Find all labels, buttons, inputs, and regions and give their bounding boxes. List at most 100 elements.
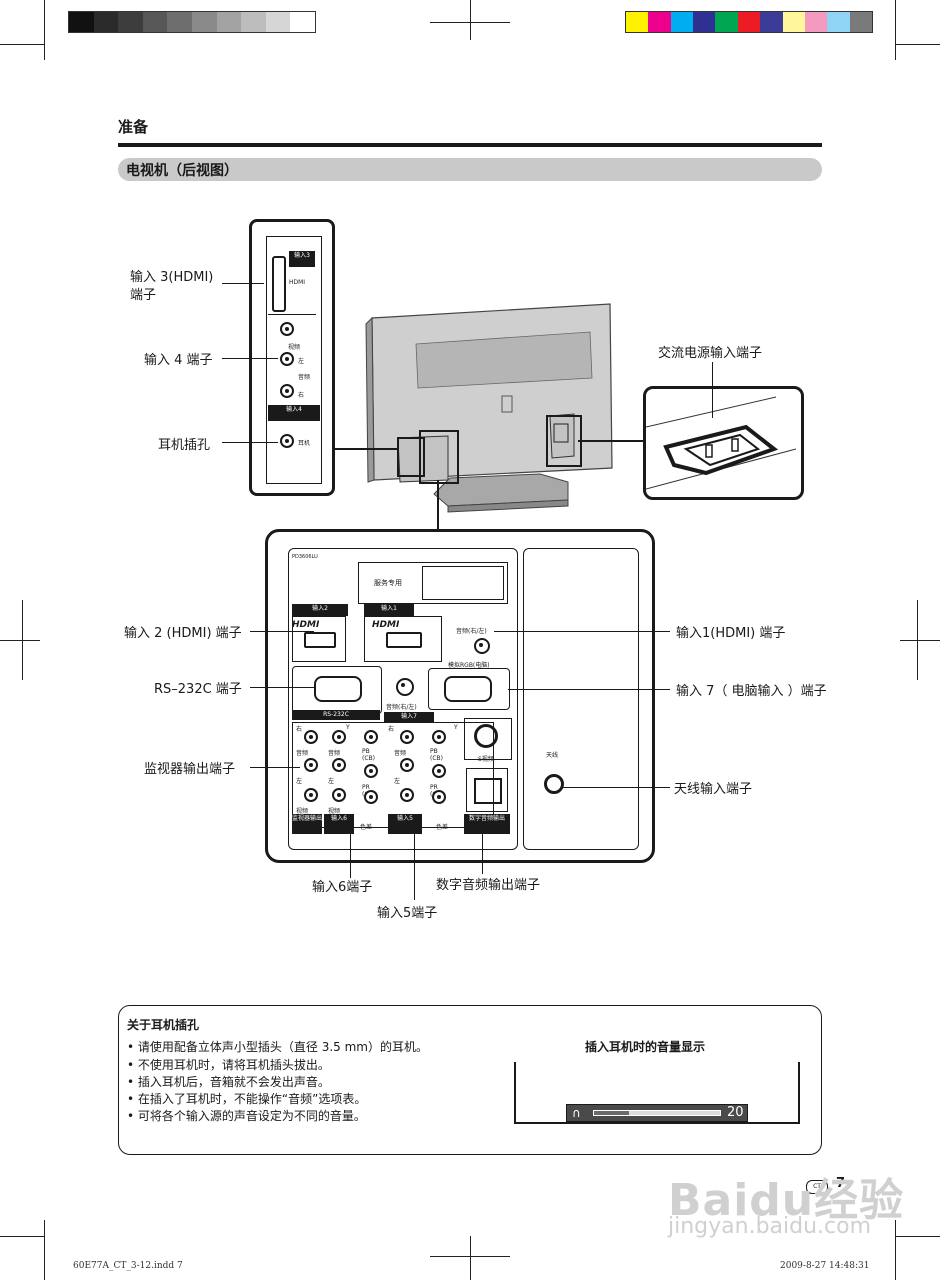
calibration-swatch	[118, 12, 143, 32]
calibration-swatch	[167, 12, 192, 32]
service-label: 服务专用	[374, 579, 402, 587]
headphone-jack[interactable]	[280, 434, 294, 448]
input6-pb-jack[interactable]	[364, 764, 378, 778]
calibration-swatch	[93, 12, 119, 32]
calibration-swatch	[192, 12, 217, 32]
input5-pb-jack[interactable]	[432, 764, 446, 778]
analog-rgb-label: 模拟RGB(电脑)	[448, 662, 490, 669]
volume-display-title: 插入耳机时的音量显示	[585, 1040, 706, 1054]
calibration-swatch	[241, 12, 266, 32]
calibration-swatch	[290, 12, 315, 32]
antenna-port[interactable]	[544, 774, 564, 794]
calibration-swatch	[670, 12, 694, 32]
calibration-swatch	[782, 12, 805, 32]
callout-input5: 输入5端子	[377, 906, 438, 921]
note-bullet: • 不使用耳机时，请将耳机插头拔出。	[127, 1058, 330, 1072]
watermark-url: jingyan.baidu.com	[668, 1214, 872, 1239]
footer-filename: 60E77A_CT_3-12.indd 7	[73, 1261, 183, 1271]
calibration-swatch	[69, 12, 94, 32]
note-bullet: • 可将各个输入源的声音设定为不同的音量。	[127, 1109, 366, 1123]
model-number: PD3606LU	[292, 554, 318, 560]
audio-right-jack-input4[interactable]	[280, 384, 294, 398]
calibration-swatch	[265, 12, 291, 32]
side-panel-zoom: 输入3 HDMI 视频 左 音频 右 输入4 耳机	[249, 219, 335, 496]
antenna-label: 天线	[546, 752, 559, 759]
ac-inlet-icon	[646, 396, 797, 490]
subsection-bar: 电视机（后视图）	[118, 158, 822, 181]
input6-left-jack[interactable]	[332, 758, 346, 772]
rgb-pc-port[interactable]	[444, 676, 492, 702]
input4-tag: 输入4	[268, 405, 320, 421]
digital-out-tag: 数字音频输出	[464, 814, 510, 834]
calibration-swatch	[849, 12, 872, 32]
hdmi-port-1[interactable]	[386, 632, 422, 648]
color-calibration-bar	[625, 11, 873, 33]
rs232c-tag: RS-232C	[292, 710, 380, 720]
calibration-swatch	[626, 12, 649, 32]
calibration-swatch	[737, 12, 761, 32]
monitor-out-right-jack[interactable]	[304, 730, 318, 744]
callout-headphone: 耳机插孔	[158, 438, 211, 453]
audio-jack-input7[interactable]	[396, 678, 414, 696]
video-jack-input4[interactable]	[280, 322, 294, 336]
headphone-note-box	[118, 1005, 822, 1155]
volume-bar-track	[593, 1110, 721, 1116]
monitor-out-left-jack[interactable]	[304, 758, 318, 772]
callout-ac-power: 交流电源输入端子	[658, 346, 763, 361]
section-heading: 准备	[118, 118, 149, 136]
input5-y-jack[interactable]	[432, 730, 446, 744]
page-number-badge: CT	[806, 1180, 828, 1194]
subsection-title: 电视机（后视图）	[126, 163, 238, 179]
input6-video-jack[interactable]	[332, 788, 346, 802]
input5-video-jack[interactable]	[400, 788, 414, 802]
calibration-swatch	[827, 12, 850, 32]
input6-y-jack[interactable]	[364, 730, 378, 744]
callout-monitor-out: 监视器输出端子	[144, 762, 236, 777]
calibration-swatch	[715, 12, 738, 32]
tv-rear-illustration	[365, 303, 613, 513]
volume-osd: ∩ 20	[566, 1104, 748, 1122]
input6-pr-jack[interactable]	[364, 790, 378, 804]
video-label: 视频	[288, 344, 301, 351]
input6-right-jack[interactable]	[332, 730, 346, 744]
volume-display-frame	[514, 1062, 800, 1124]
hdmi-port-2[interactable]	[304, 632, 336, 648]
hdmi-label: HDMI	[289, 279, 306, 286]
tv-side-zoom-marker	[397, 437, 425, 477]
callout-input2: 输入 2 (HDMI) 端子	[124, 626, 242, 641]
volume-bar-fill	[594, 1111, 630, 1115]
input2-tag: 输入2	[292, 604, 348, 616]
note-bullet: • 请使用配备立体声小型插头（直径 3.5 mm）的耳机。	[127, 1040, 428, 1054]
heading-rule	[118, 143, 822, 147]
monitor-out-video-jack[interactable]	[304, 788, 318, 802]
ac-zoom-marker	[546, 415, 582, 467]
input3-tag: 输入3	[289, 251, 315, 267]
audio-left-jack-input4[interactable]	[280, 352, 294, 366]
monitor-out-tag: 监视器输出	[292, 814, 322, 834]
page-number: 7	[836, 1176, 846, 1191]
input5-pr-jack[interactable]	[432, 790, 446, 804]
optical-out-port[interactable]	[474, 778, 502, 804]
calibration-swatch	[804, 12, 828, 32]
calibration-swatch	[648, 12, 671, 32]
audio-jack-input1[interactable]	[474, 638, 490, 654]
input7-tag: 输入7	[384, 712, 434, 722]
tv-rear-zoom-marker	[419, 430, 459, 484]
rear-terminal-zoom: PD3606LU 服务专用 输入2 输入1 HDMI HDMI 音频(右/左) …	[265, 529, 655, 863]
calibration-swatch	[760, 12, 783, 32]
input1-tag: 输入1	[364, 604, 414, 616]
callout-input7: 输入 7（ 电脑输入 ）端子	[676, 684, 827, 699]
audio-rl-label: 音频(右/左)	[456, 628, 487, 635]
input5-left-jack[interactable]	[400, 758, 414, 772]
s-video-port[interactable]	[474, 724, 498, 748]
rs232c-port[interactable]	[314, 676, 362, 702]
note-bullet: • 插入耳机后，音箱就不会发出声音。	[127, 1075, 330, 1089]
hdmi-port-3	[272, 256, 286, 312]
s-video-label: S视频	[478, 756, 494, 763]
callout-input3: 输入 3(HDMI)	[130, 270, 214, 285]
note-bullet: • 在插入了耳机时，不能操作“音频”选项表。	[127, 1092, 367, 1106]
input5-right-jack[interactable]	[400, 730, 414, 744]
callout-input1: 输入1(HDMI) 端子	[676, 626, 786, 641]
callout-digital-audio: 数字音频输出端子	[436, 878, 541, 893]
footer-timestamp: 2009-8-27 14:48:31	[780, 1261, 870, 1271]
